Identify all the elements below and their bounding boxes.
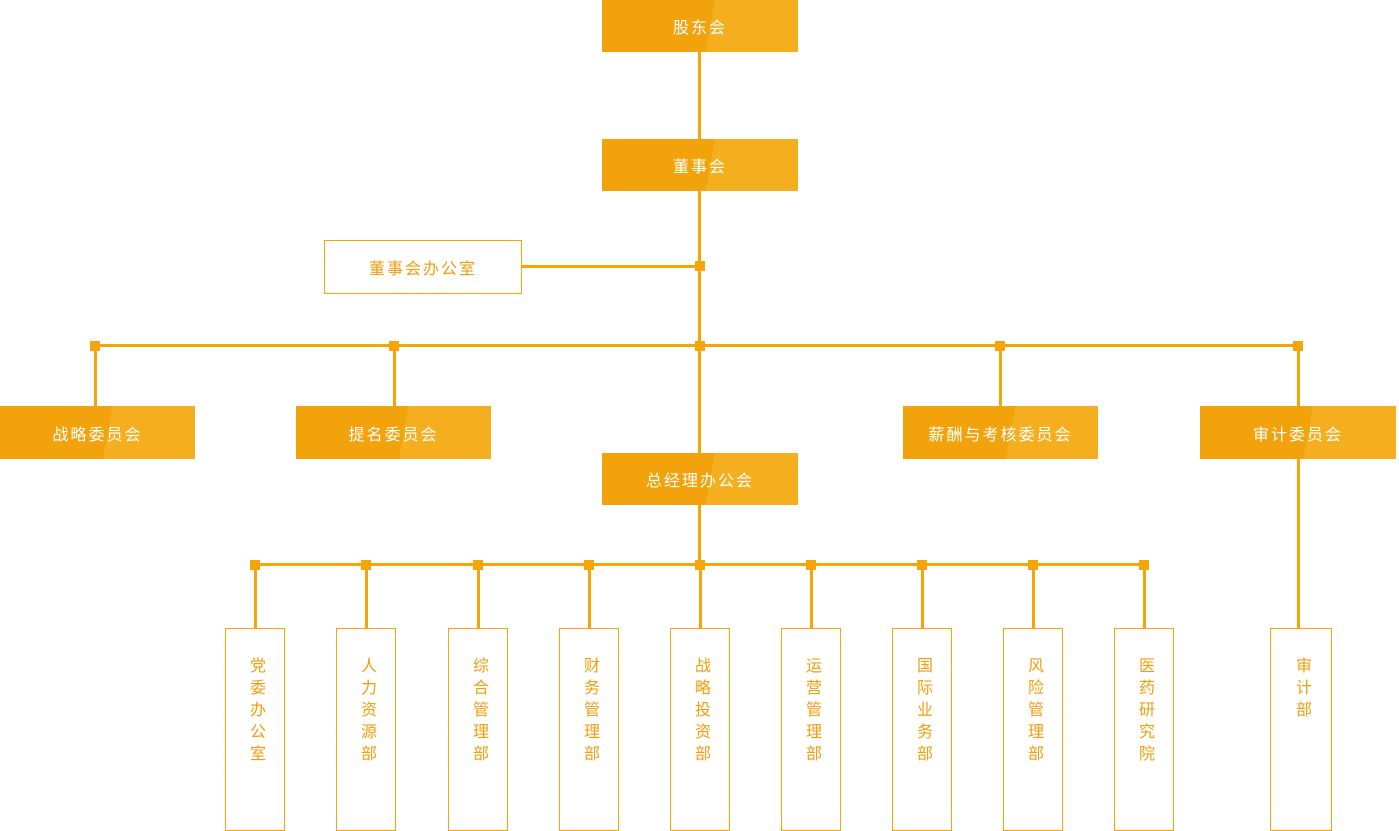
node-audit-committee: 审计委员会: [1200, 406, 1396, 459]
node-dept-label: 医药研究院: [1136, 657, 1153, 767]
connector-line: [999, 344, 1002, 406]
node-dept-human-resources: 人力资源部: [336, 628, 396, 831]
node-dept-label: 人力资源部: [358, 657, 375, 767]
connector-line: [1297, 344, 1300, 406]
node-dept-strategic-investment: 战略投资部: [670, 628, 730, 831]
node-dept-finance: 财务管理部: [559, 628, 619, 831]
connector-line: [810, 563, 813, 628]
connector-line: [477, 563, 480, 628]
node-audit-dept-label: 审计部: [1293, 657, 1310, 723]
node-dept-international-business: 国际业务部: [892, 628, 952, 831]
node-strategy-committee: 战略委员会: [0, 406, 195, 459]
connector-line: [588, 563, 591, 628]
connector-line: [698, 190, 701, 453]
node-dept-label: 战略投资部: [692, 657, 709, 767]
connector-line: [94, 344, 97, 406]
connector-line: [1143, 563, 1146, 628]
connector-node: [695, 261, 705, 271]
node-compensation-committee-label: 薪酬与考核委员会: [928, 426, 1073, 444]
node-shareholders-label: 股东会: [672, 20, 727, 37]
node-audit-committee-label: 审计委员会: [1252, 426, 1343, 444]
connector-line: [1032, 563, 1035, 628]
connector-line: [921, 563, 924, 628]
connector-node: [695, 341, 705, 351]
connector-line: [1297, 459, 1300, 628]
node-dept-pharma-research: 医药研究院: [1114, 628, 1174, 831]
node-dept-label: 运营管理部: [803, 657, 820, 767]
node-dept-label: 党委办公室: [247, 657, 264, 767]
node-gm-office-label: 总经理办公会: [645, 473, 754, 490]
node-board: 董事会: [602, 139, 798, 191]
node-board-label: 董事会: [672, 159, 727, 176]
node-dept-general-management: 综合管理部: [448, 628, 508, 831]
node-dept-label: 综合管理部: [470, 657, 487, 767]
node-shareholders: 股东会: [602, 0, 798, 52]
node-board-office-label: 董事会办公室: [368, 261, 477, 278]
connector-line: [365, 563, 368, 628]
node-dept-label: 风险管理部: [1025, 657, 1042, 767]
node-dept-risk-management: 风险管理部: [1003, 628, 1063, 831]
connector-line: [699, 563, 702, 628]
node-gm-office: 总经理办公会: [602, 453, 798, 505]
connector-line: [698, 505, 701, 565]
connector-line: [393, 344, 396, 406]
connector-line: [522, 265, 700, 268]
node-compensation-committee: 薪酬与考核委员会: [903, 406, 1098, 459]
node-dept-operations: 运营管理部: [781, 628, 841, 831]
node-audit-dept: 审计部: [1270, 628, 1332, 831]
node-nomination-committee-label: 提名委员会: [348, 426, 439, 444]
node-dept-label: 国际业务部: [914, 657, 931, 767]
node-strategy-committee-label: 战略委员会: [52, 426, 143, 444]
node-board-office: 董事会办公室: [324, 240, 522, 294]
node-nomination-committee: 提名委员会: [296, 406, 491, 459]
connector-line: [254, 563, 257, 628]
node-dept-party-office: 党委办公室: [225, 628, 285, 831]
connector-line: [698, 52, 701, 139]
node-dept-label: 财务管理部: [581, 657, 598, 767]
